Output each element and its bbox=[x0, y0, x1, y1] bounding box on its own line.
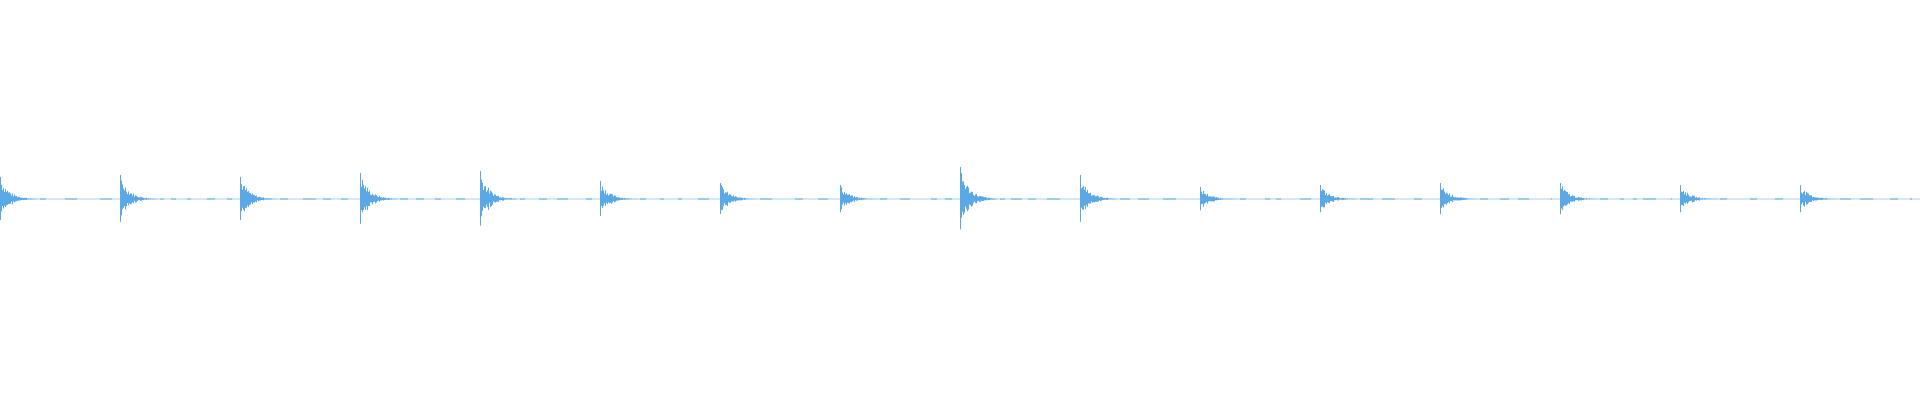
waveform-transient bbox=[1680, 185, 1783, 213]
waveform-transient bbox=[1080, 175, 1176, 222]
waveform-transient-shape bbox=[240, 177, 277, 220]
waveform-transient-shape bbox=[1560, 183, 1597, 215]
waveform-transient bbox=[1440, 183, 1552, 215]
waveform-transient-shape bbox=[120, 175, 157, 222]
waveform-transient-shape bbox=[960, 167, 997, 230]
waveform-layer bbox=[0, 167, 1912, 230]
waveform-transient bbox=[0, 177, 112, 220]
waveform-transient bbox=[1560, 183, 1672, 215]
waveform-transient bbox=[240, 177, 348, 220]
waveform-transient bbox=[1320, 185, 1422, 213]
waveform-transient bbox=[840, 185, 952, 213]
waveform-transient-shape bbox=[1440, 183, 1477, 215]
waveform-transient-shape bbox=[1800, 185, 1837, 213]
waveform-transient-shape bbox=[720, 183, 757, 215]
waveform-transient bbox=[480, 171, 592, 226]
waveform-transient bbox=[600, 181, 709, 217]
waveform-transient-shape bbox=[480, 171, 517, 226]
waveform-transient bbox=[120, 175, 232, 222]
waveform-transient-shape bbox=[1080, 175, 1117, 222]
waveform-transient bbox=[960, 167, 1060, 230]
waveform-transient-shape bbox=[600, 181, 637, 217]
waveform-transient bbox=[360, 173, 465, 224]
waveform-transient-shape bbox=[360, 173, 397, 224]
waveform-transient-shape bbox=[1680, 185, 1717, 213]
waveform-transient-shape bbox=[840, 185, 877, 213]
waveform-transient-shape bbox=[1200, 187, 1237, 211]
waveform-transient bbox=[1800, 185, 1912, 213]
waveform-transient-shape bbox=[1320, 185, 1357, 213]
waveform-transient bbox=[720, 183, 828, 215]
waveform-transient bbox=[1200, 187, 1311, 211]
waveform-transient-shape bbox=[0, 177, 37, 220]
